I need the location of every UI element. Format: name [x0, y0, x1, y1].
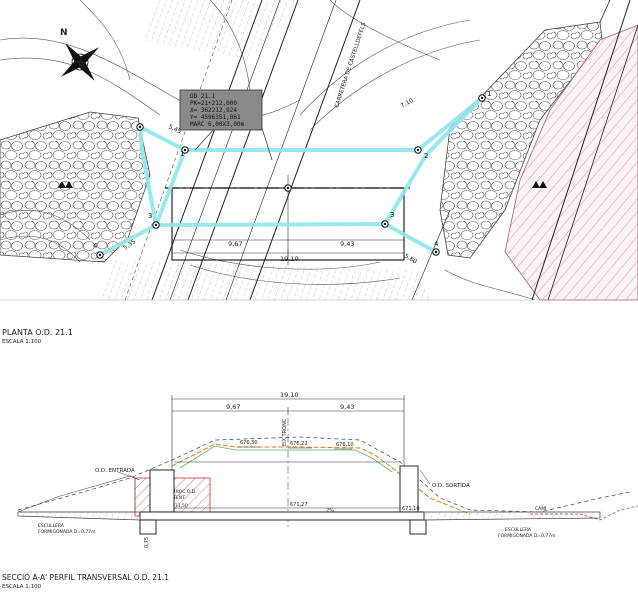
- compass-rose-icon: [61, 43, 99, 81]
- point-label-q4: 4: [434, 240, 439, 248]
- axis-label: EIX TRONC: [282, 418, 288, 446]
- box-culvert: [139, 465, 427, 535]
- proposed-profile: [171, 443, 471, 515]
- left-apron-label1: ESCULLERA: [38, 523, 65, 529]
- tag-line4: Y= 4596351,061: [190, 114, 241, 121]
- left-embankment: [17, 475, 136, 513]
- section-dim-left: 9,67: [226, 403, 240, 411]
- section-title: SECCIÓ A-A' PERFIL TRANSVERSAL O.D. 21.1: [2, 573, 169, 582]
- survey-point: [478, 94, 486, 102]
- slope-hatch-bottom: [100, 260, 430, 300]
- tag-line1: OD 21.1: [190, 93, 216, 100]
- section-markers: [58, 181, 547, 188]
- point-label-3: 3: [148, 212, 152, 220]
- point-label-q1: 1: [487, 90, 491, 98]
- alignment-route: [99, 96, 484, 257]
- existing-terrain: [17, 436, 631, 513]
- plan-dim-right: 9,43: [340, 240, 354, 248]
- survey-point: [432, 248, 440, 256]
- elevation-markers: [238, 446, 352, 450]
- north-label: N: [60, 28, 68, 38]
- embankment-hatch: [504, 24, 638, 301]
- elev-top-right: 676,10: [336, 442, 354, 448]
- point-label-q2: 2: [424, 152, 428, 160]
- left-depth: 0,75: [144, 537, 150, 548]
- culvert-info-tag: OD 21.1 PK=21+212,000 X= 362212,924 Y= 4…: [179, 89, 273, 161]
- plan-dim-d2: 7,10: [400, 97, 415, 110]
- tag-line5: MARC 6,00X3,00m: [190, 121, 245, 128]
- tag-line3: X= 362212,924: [190, 107, 237, 114]
- cut-elev: 671,50: [172, 503, 188, 509]
- plan-title: PLANTA O.D. 21.1: [2, 328, 73, 337]
- contour-lines: [0, 0, 536, 301]
- section-dim-total: 19,10: [280, 391, 299, 399]
- left-apron: [17, 511, 141, 521]
- plan-dim-total: 19,10: [280, 255, 299, 263]
- plan-dimensions: [171, 239, 405, 258]
- survey-point: [96, 251, 104, 259]
- right-apron: [423, 511, 601, 521]
- right-apron-label1: ESCULLERA: [505, 527, 532, 533]
- survey-point: [152, 221, 160, 229]
- survey-point: [136, 123, 144, 131]
- point-label-4: 4: [93, 242, 98, 250]
- plan-view: 9,67 9,43 19,10 5,45 7,10 5,80 5,35 CARR…: [0, 0, 638, 301]
- point-label-1: 1: [180, 150, 184, 158]
- survey-points: [96, 94, 486, 259]
- section-dimension-lines: [171, 395, 405, 472]
- tag-line2: PK=21+212,000: [190, 100, 237, 107]
- road-label: CARRETERA DE CASTELLDEFELS: [334, 22, 367, 109]
- exit-label: O.D. SORTIDA: [432, 483, 470, 489]
- section-dim-right: 9,43: [340, 403, 354, 411]
- road-name-label: CAMÍ: [535, 505, 547, 512]
- existing-label1: ENDERROC O.D.: [160, 489, 197, 495]
- slope-hatch-top: [140, 0, 300, 60]
- right-riprap-area: [439, 21, 603, 259]
- slope-label: 2%: [326, 508, 334, 514]
- elev-top-left: 676,30: [240, 440, 258, 446]
- inner-elev-left: 671,27: [290, 502, 308, 508]
- entry-label: O.D. ENTRADA: [95, 468, 135, 474]
- left-riprap-area: [0, 111, 151, 263]
- plan-scale: ESCALA 1:100: [2, 339, 42, 345]
- survey-point: [414, 146, 422, 154]
- plan-dim-left: 9,67: [228, 240, 242, 248]
- right-road: [530, 505, 638, 521]
- green-profile: [179, 445, 393, 473]
- survey-point: [181, 146, 189, 154]
- section-scale: ESCALA 1:100: [2, 584, 42, 590]
- cross-section-view: 19,10 9,67 9,43 676,30 676,22 676,10 EIX…: [17, 391, 638, 548]
- plan-dim-d3: 5,80: [403, 253, 418, 266]
- survey-point: [381, 220, 389, 228]
- left-apron-label2: FORMIGONADA D=0,77m: [38, 529, 95, 535]
- elev-top-mid: 676,22: [290, 441, 308, 447]
- inner-elev-right: 671,10: [402, 506, 420, 512]
- survey-point: [284, 184, 292, 192]
- point-label-q3: 3: [390, 211, 394, 219]
- right-apron-label2: FORMIGONADA D=0,77m: [498, 533, 555, 539]
